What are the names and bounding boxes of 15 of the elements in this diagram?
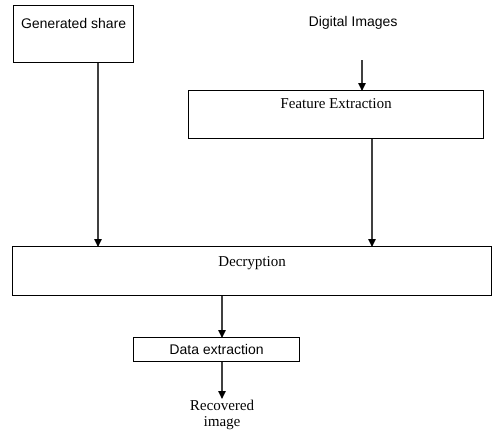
box-label: Feature Extraction (279, 95, 393, 113)
input-label: Digital Images (308, 12, 398, 31)
arrow (368, 139, 376, 247)
box-label: Decryption (217, 253, 287, 271)
arrow (218, 296, 226, 338)
process-box (13, 5, 134, 63)
box-label: Generated share (20, 14, 128, 33)
process-box (188, 90, 484, 139)
arrow (358, 60, 366, 91)
output-label: Recovered image (188, 398, 256, 430)
process-box (12, 246, 492, 296)
box-label: Data extraction (168, 340, 265, 359)
arrow (218, 362, 226, 399)
arrow (94, 63, 102, 247)
process-box (133, 337, 300, 362)
